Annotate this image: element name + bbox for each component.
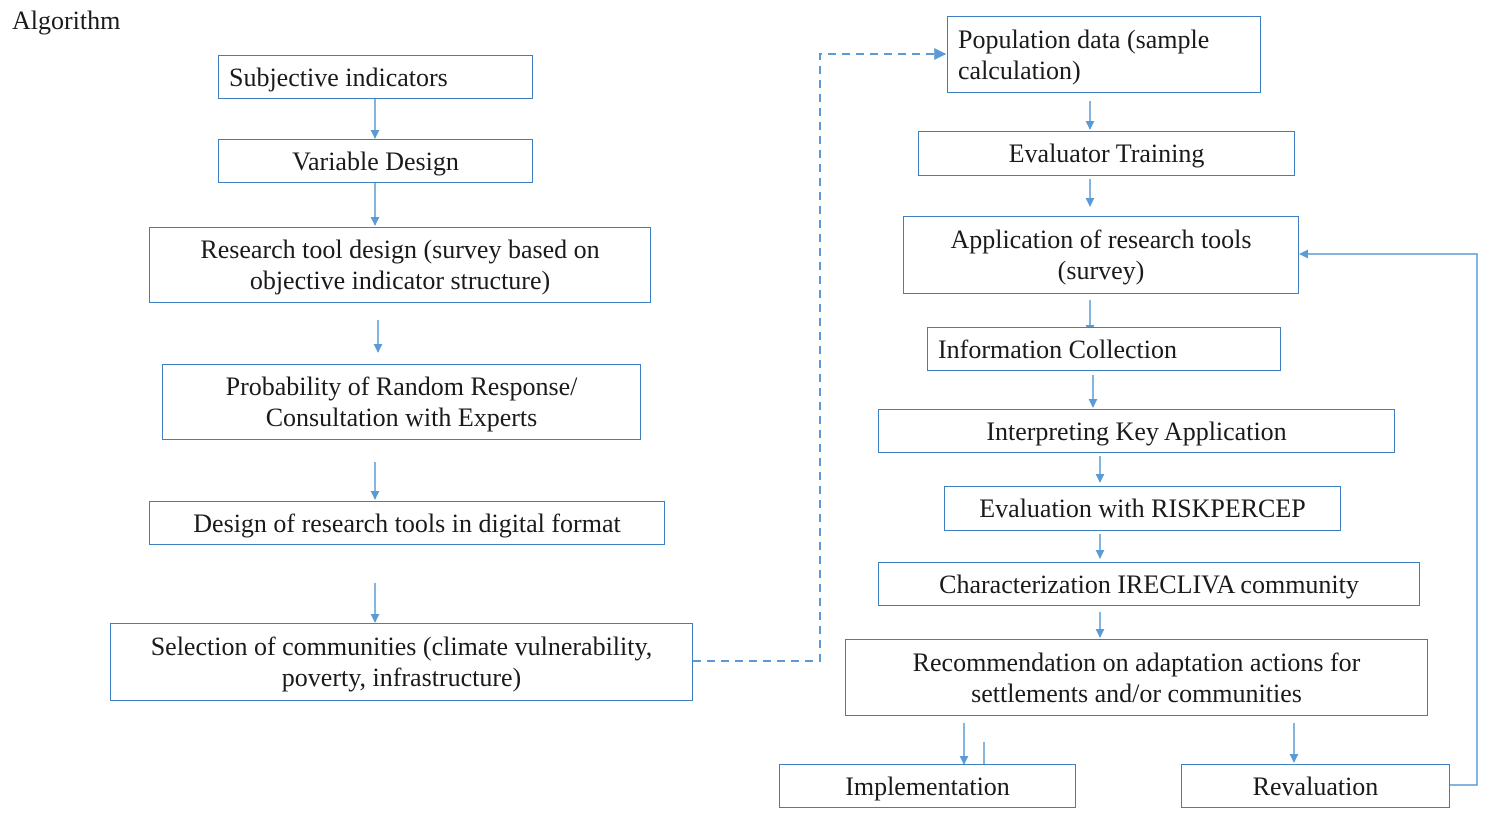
box-evaluator-training: Evaluator Training <box>918 131 1295 176</box>
dashed-connector-selection-to-population <box>693 48 947 662</box>
box-recommendation-adaptation: Recommendation on adaptation actions for… <box>845 639 1428 716</box>
box-revaluation: Revaluation <box>1181 764 1450 808</box>
box-research-tool-design: Research tool design (survey based on ob… <box>149 227 651 303</box>
box-characterization-irecliva: Characterization IRECLIVA community <box>878 562 1420 606</box>
box-selection-of-communities: Selection of communities (climate vulner… <box>110 623 693 701</box>
box-probability-random-response: Probability of Random Response/ Consulta… <box>162 364 641 440</box>
box-evaluation-riskpercep: Evaluation with RISKPERCEP <box>944 486 1341 531</box>
box-population-data: Population data (sample calculation) <box>947 16 1261 93</box>
box-information-collection: Information Collection <box>927 327 1281 371</box>
box-variable-design: Variable Design <box>218 139 533 183</box>
box-implementation: Implementation <box>779 764 1076 808</box>
box-subjective-indicators: Subjective indicators <box>218 55 533 99</box>
diagram-title: Algorithm <box>12 6 121 35</box>
feedback-revaluation-to-application <box>1299 249 1478 786</box>
box-design-digital-format: Design of research tools in digital form… <box>149 501 665 545</box>
box-application-research-tools: Application of research tools (survey) <box>903 216 1299 294</box>
box-interpreting-key-application: Interpreting Key Application <box>878 409 1395 453</box>
